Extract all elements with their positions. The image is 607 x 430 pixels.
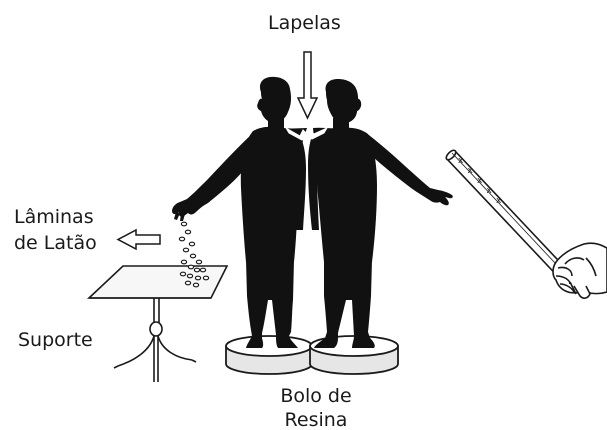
label-bolo-line2: Resina — [284, 409, 348, 430]
tube-mark: x — [477, 176, 483, 186]
label-laminas-line1: Lâminas — [14, 206, 94, 228]
lapels-contact — [284, 126, 329, 141]
right-boy-silhouette — [308, 79, 453, 348]
tube-mark: x — [458, 156, 464, 166]
tube-mark: x — [496, 196, 502, 206]
resin-cake-left — [225, 335, 313, 375]
hand-holding-tube — [552, 242, 607, 299]
glass-tube — [445, 149, 575, 286]
lapelas-arrow — [296, 51, 319, 120]
brass-leaves — [178, 221, 210, 288]
tube-mark: x — [487, 186, 493, 196]
tube-mark: x — [468, 166, 474, 176]
label-suporte: Suporte — [18, 329, 93, 351]
label-bolo-line1: Bolo de — [280, 385, 352, 407]
support-table — [86, 265, 229, 382]
left-boy-silhouette — [172, 76, 307, 348]
label-laminas-line2: de Latão — [14, 232, 97, 254]
laminas-arrow — [116, 228, 161, 251]
label-lapelas: Lapelas — [268, 12, 341, 34]
